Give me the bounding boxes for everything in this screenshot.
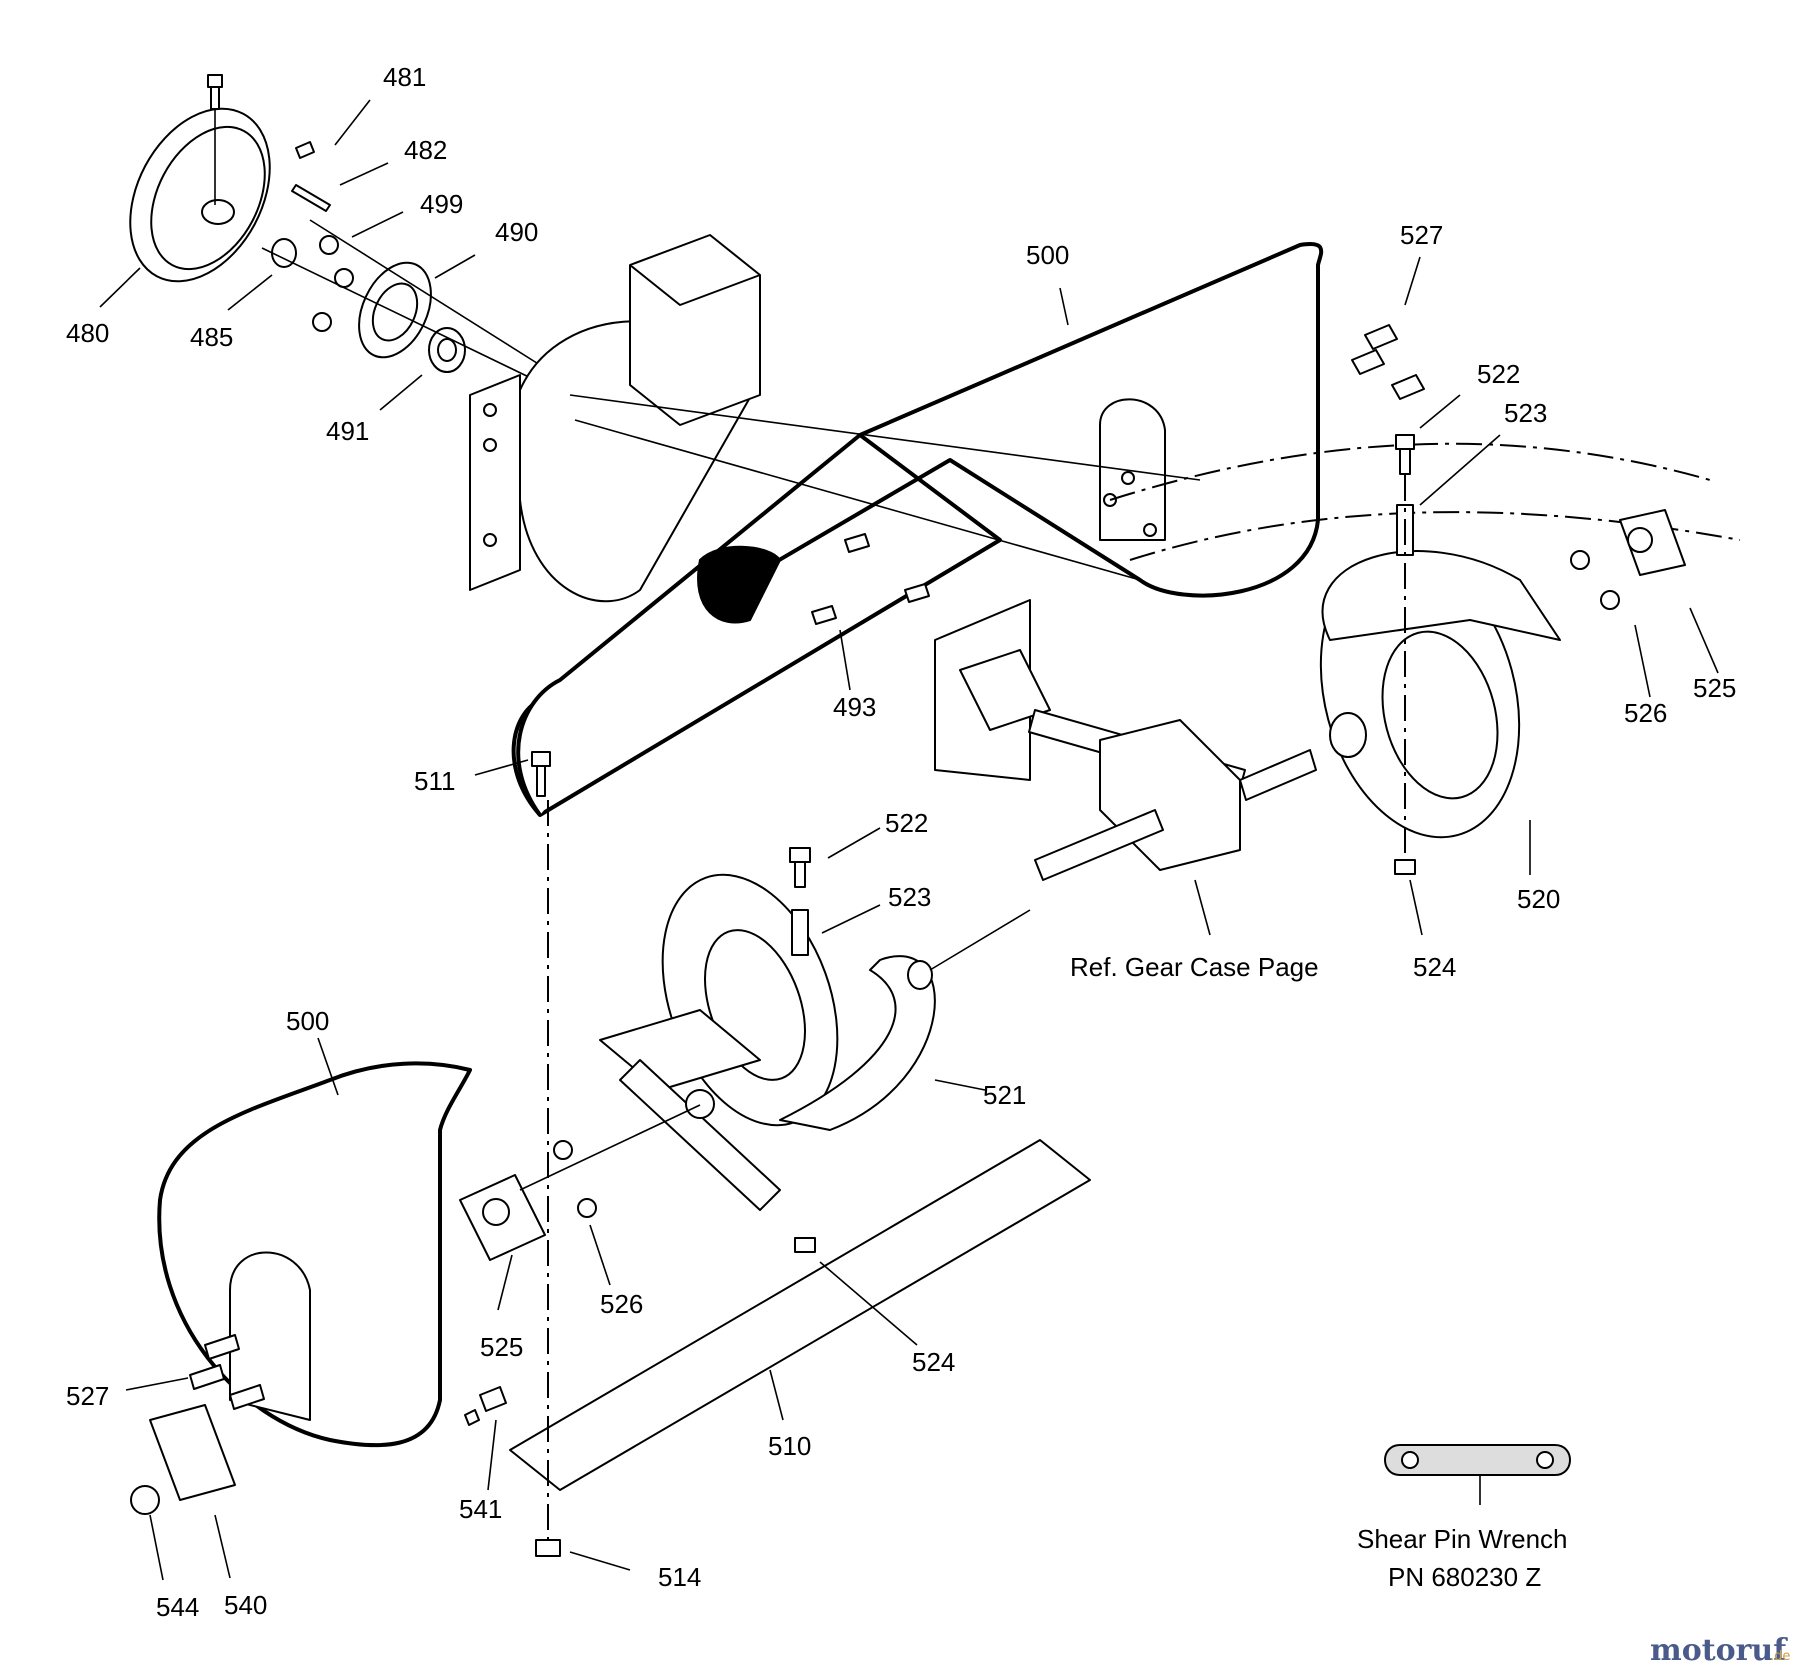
shear-pin-wrench: [1384, 1444, 1571, 1505]
shaft-right: [1239, 749, 1317, 801]
label-480: 480: [66, 318, 109, 348]
label-481: 481: [383, 62, 426, 92]
label-526-right: 526: [1624, 698, 1667, 728]
watermark-brand: motoruf: [1650, 1633, 1788, 1668]
paddle-lower: [619, 1059, 781, 1211]
label-524-left: 524: [912, 1347, 955, 1377]
auger-521: [599, 847, 1031, 1253]
label-522-left: 522: [885, 808, 928, 838]
label-522-right: 522: [1477, 359, 1520, 389]
nut-524: [1394, 859, 1416, 875]
auger-520: [1109, 434, 1741, 875]
scraper-bar: [509, 1139, 1091, 1491]
flight-path-2: [1129, 511, 1741, 561]
wrench-hex-right: [1536, 1451, 1554, 1469]
label-490: 490: [495, 217, 538, 247]
bolt-522-left: [789, 847, 811, 888]
bolt-493b: [904, 583, 930, 603]
bolt-493a: [844, 533, 870, 553]
label-493: 493: [833, 692, 876, 722]
carriage-bolt-511: [531, 751, 551, 797]
key-482: [291, 184, 331, 212]
side-boss-lower: [229, 1251, 311, 1421]
label-544: 544: [156, 1592, 199, 1622]
scraper-bar-510: [509, 800, 1091, 1557]
impeller-blade: [959, 649, 1051, 731]
bolt-527-left-b: [189, 1364, 225, 1390]
nut-526b: [1600, 590, 1620, 610]
label-527-left: 527: [66, 1381, 109, 1411]
nut-526-left-b: [577, 1198, 597, 1218]
label-520: 520: [1517, 884, 1560, 914]
shaft-end: [907, 960, 933, 990]
gear-case-reference-note: Ref. Gear Case Page: [1070, 952, 1319, 982]
housing-body: [511, 242, 1324, 817]
bolt-527-left-a: [204, 1334, 240, 1360]
nut-544: [130, 1485, 160, 1515]
side-bearing-boss: [1099, 398, 1166, 541]
side-panel-500: [157, 1061, 472, 1448]
label-514: 514: [658, 1562, 701, 1592]
pulley-groove: [150, 125, 266, 271]
carriage-bolt-541: [464, 1386, 507, 1426]
label-510: 510: [768, 1431, 811, 1461]
nut-526-left-a: [553, 1140, 573, 1160]
label-491: 491: [326, 416, 369, 446]
label-521: 521: [983, 1080, 1026, 1110]
nut-526a: [1570, 550, 1590, 570]
label-541: 541: [459, 1494, 502, 1524]
wrench-hex-left: [1401, 1451, 1419, 1469]
label-524-right: 524: [1413, 952, 1456, 982]
label-523-left: 523: [888, 882, 931, 912]
auger-hub-left: [685, 1089, 715, 1119]
bolt-522: [1395, 434, 1415, 475]
label-511: 511: [414, 766, 455, 796]
screw-top: [295, 141, 315, 159]
bolt-481: [207, 74, 223, 110]
label-525-right: 525: [1693, 673, 1736, 703]
bolts-527-right: [1351, 324, 1425, 400]
nut-499c: [312, 312, 332, 332]
label-527-right: 527: [1400, 220, 1443, 250]
auger-hub: [1329, 712, 1367, 758]
auger-opening: [697, 545, 781, 624]
label-525-left: 525: [480, 1332, 523, 1362]
gear-case-assembly: [934, 599, 1317, 881]
sleeve-523-left: [791, 909, 809, 956]
watermark-suffix: .de: [1770, 1649, 1790, 1664]
pulley-assembly: [129, 74, 541, 381]
label-499: 499: [420, 189, 463, 219]
label-523-right: 523: [1504, 398, 1547, 428]
wrench-body: [1384, 1444, 1571, 1476]
nut-524-left: [794, 1237, 816, 1253]
watermark: motoruf .de: [1650, 1633, 1790, 1668]
label-500-top: 500: [1026, 240, 1069, 270]
shaft-lower: [1034, 809, 1164, 881]
leader-lines: [99, 99, 1719, 1581]
label-485: 485: [190, 322, 233, 352]
label-482: 482: [404, 135, 447, 165]
label-540: 540: [224, 1590, 267, 1620]
bolt-493c: [811, 605, 837, 625]
label-500-bottom: 500: [286, 1006, 329, 1036]
nut-499: [319, 235, 339, 255]
skid-shoe-540: [149, 1404, 236, 1501]
wrench-label: Shear Pin Wrench: [1357, 1524, 1568, 1554]
nut-514: [535, 1539, 561, 1557]
housing-side-plate: [469, 374, 521, 591]
pulley-hub: [201, 199, 235, 225]
bolt-527-left-c: [229, 1384, 265, 1410]
part-number-labels: 481 482 499 490 480 485 491 500 527 522 …: [66, 62, 1736, 1622]
housing-500-upper: [469, 234, 1324, 817]
housing-500-lower: [130, 1061, 701, 1515]
auger-paddle: [1321, 550, 1561, 641]
chute-adapter: [629, 234, 761, 426]
label-526-left: 526: [600, 1289, 643, 1319]
wrench-part-number: PN 680230 Z: [1388, 1562, 1541, 1592]
